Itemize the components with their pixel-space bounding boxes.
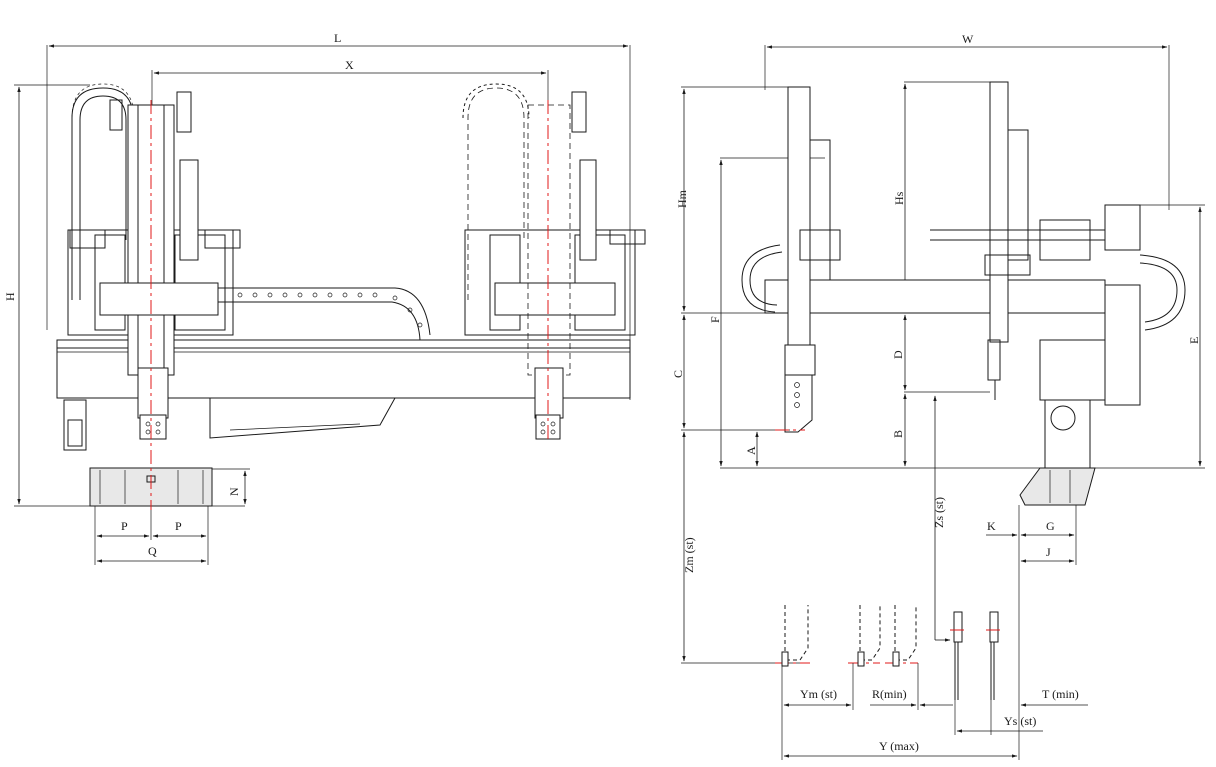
side-main-arm [775,86,841,433]
dim-N: N [212,468,250,505]
label-G: G [1046,519,1055,533]
label-Ym: Ym (st) [800,687,837,701]
gripper-3 [885,605,918,667]
label-P-right: P [175,519,182,533]
front-view: L X H [3,31,646,565]
label-F: F [708,316,722,323]
side-chain-left [741,244,781,313]
sub-gripper-2 [986,611,1002,700]
label-Y: Y (max) [879,739,919,753]
dim-Zm: Zm (st) [681,431,800,664]
label-E: E [1187,337,1201,344]
label-C: C [671,370,685,378]
label-P-left: P [121,519,128,533]
cable-chain-horizontal [99,282,431,341]
label-J: J [1046,545,1051,559]
sub-gripper-1 [950,611,966,700]
label-W: W [962,32,974,46]
dim-W: W [764,32,1170,210]
side-chain-right [1139,254,1186,331]
label-Q: Q [148,544,157,558]
label-Zm: Zm (st) [682,537,696,573]
label-K: K [987,519,996,533]
label-D: D [891,350,905,359]
gripper-1 [775,605,810,667]
label-Zs: Zs (st) [932,497,946,528]
label-Hs: Hs [892,191,906,205]
side-view: W Hm C Zm (st) F A [671,32,1205,760]
side-sub-arm [930,81,1110,400]
label-Ys: Ys (st) [1004,714,1036,728]
dim-Hs-D-B: Hs D B [891,83,907,467]
label-R: R(min) [872,687,907,701]
dim-Zs: Zs (st) [932,395,951,642]
side-main-beam [764,279,1106,314]
label-X: X [345,58,354,72]
label-H: H [3,292,17,301]
dim-E: E [1187,206,1202,467]
dim-P-Q: P P Q [94,506,209,565]
dim-A: A [744,431,759,467]
label-Hm: Hm [675,189,689,208]
label-T: T (min) [1042,687,1079,701]
right-carriage [462,83,646,440]
dim-bottom: Ym (st) R(min) T (min) Ys (st) Y (max) [781,663,1088,760]
dim-Hm-C: Hm C [671,88,689,429]
dim-K-G-J: K G J [986,505,1077,700]
label-N: N [227,487,241,496]
dim-X: X [151,58,549,110]
dim-F: F [708,159,723,467]
label-B: B [891,430,905,438]
label-L: L [334,31,341,45]
label-A: A [744,446,758,455]
gripper-2 [848,605,881,667]
gripper-positions [775,605,1002,700]
side-right-body [1019,204,1141,506]
